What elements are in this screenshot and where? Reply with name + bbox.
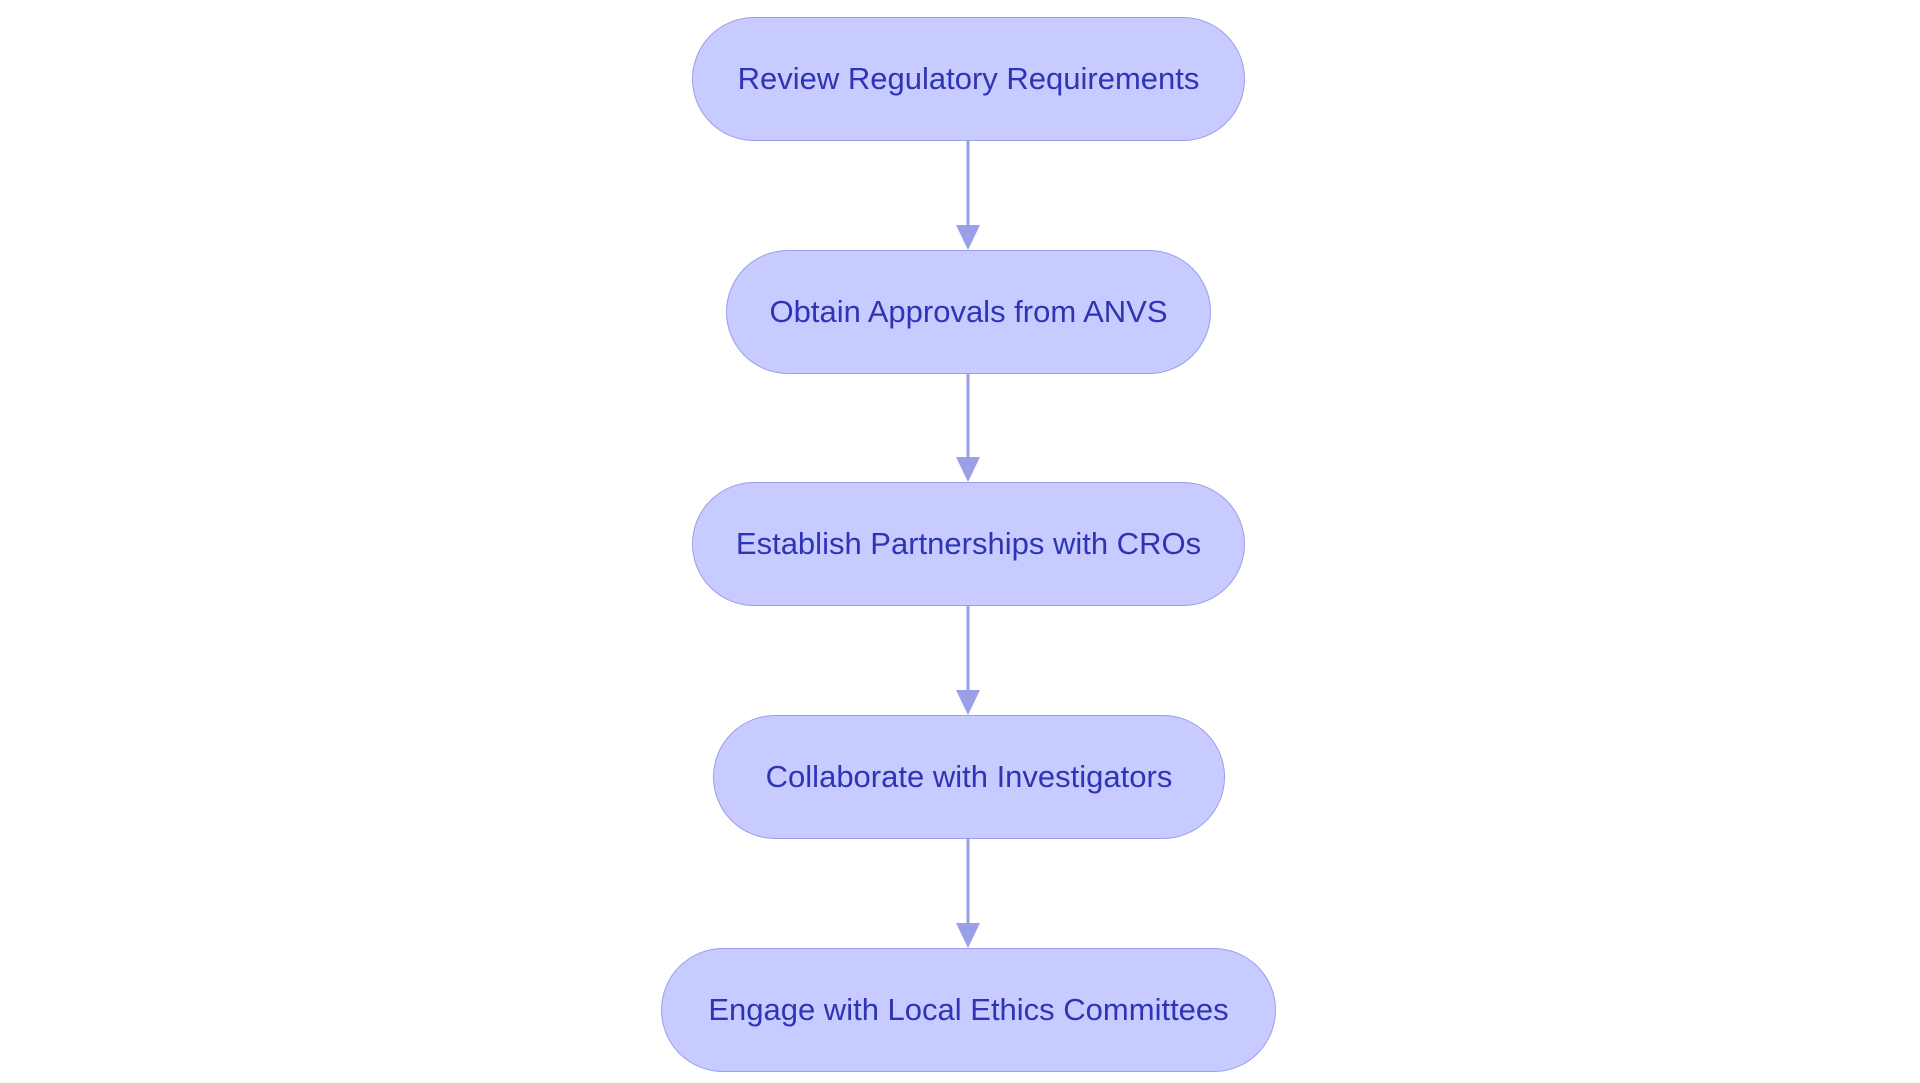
step-collaborate-investigators: Collaborate with Investigators [713, 715, 1225, 839]
node-label: Review Regulatory Requirements [737, 61, 1200, 96]
arrowhead-icon [956, 923, 980, 948]
edge-3-4 [956, 606, 980, 715]
step-review-regulatory-requirements: Review Regulatory Requirements [692, 17, 1245, 141]
node-label: Obtain Approvals from ANVS [769, 294, 1168, 329]
arrowhead-icon [956, 457, 980, 482]
arrowhead-icon [956, 690, 980, 715]
edge-1-2 [956, 141, 980, 250]
node-label: Establish Partnerships with CROs [735, 526, 1202, 561]
step-engage-ethics-committees: Engage with Local Ethics Committees [661, 948, 1276, 1072]
edge-2-3 [956, 374, 980, 482]
node-label: Engage with Local Ethics Committees [708, 992, 1229, 1027]
step-establish-partnerships-cros: Establish Partnerships with CROs [692, 482, 1245, 606]
edge-4-5 [956, 839, 980, 948]
step-obtain-approvals-anvs: Obtain Approvals from ANVS [726, 250, 1211, 374]
node-label: Collaborate with Investigators [765, 759, 1173, 794]
arrowhead-icon [956, 225, 980, 250]
